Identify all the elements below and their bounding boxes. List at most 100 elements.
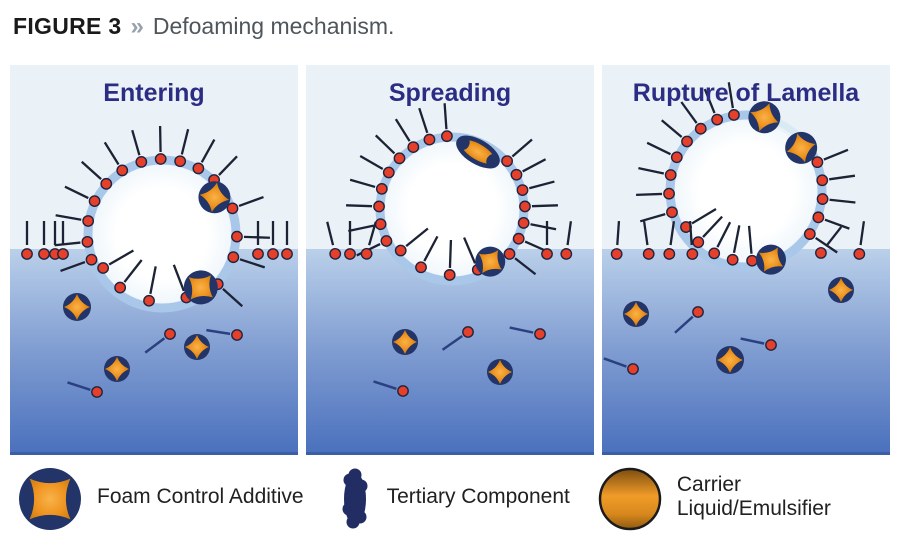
- foam-control-additive-particle: [828, 277, 854, 303]
- bubble-surfactant-molecule: [374, 134, 406, 165]
- surface-surfactant-molecule: [57, 221, 69, 260]
- foam-control-additive-particle: [63, 293, 91, 321]
- surfactant-tail: [642, 221, 649, 246]
- bubble-inner-surfactant-molecule: [692, 215, 723, 249]
- surfactant-tail: [326, 221, 335, 246]
- foam-control-additive-particle: [716, 346, 744, 374]
- bubble-inner-surfactant-molecule: [415, 235, 439, 274]
- bubble-surfactant-molecule: [359, 155, 395, 179]
- surfactant-tail: [680, 101, 698, 124]
- fca-core: [758, 247, 784, 272]
- legend-label-line: Carrier: [676, 473, 742, 497]
- fca-core: [188, 275, 213, 300]
- panel-scene-spreading: Spreading: [306, 65, 594, 455]
- surfactant-head: [267, 248, 279, 260]
- surfactant-head: [534, 328, 546, 340]
- surfactant-head: [686, 248, 699, 260]
- figure-label: FIGURE 3: [13, 13, 122, 39]
- free-surfactant-molecule: [509, 326, 546, 340]
- foam-control-additive-particle: [183, 270, 218, 305]
- panel-title: Rupture of Lamella: [633, 79, 861, 107]
- bubble-surfactant-molecule: [103, 141, 129, 177]
- surfactant-head: [116, 164, 129, 177]
- surfactant-tail: [239, 258, 266, 269]
- fca-core: [63, 293, 91, 321]
- free-surfactant-molecule: [206, 328, 243, 341]
- bubble-surfactant-molecule: [816, 174, 856, 187]
- surfactant-head: [510, 168, 523, 181]
- bubble-inner-surfactant-molecule: [114, 259, 143, 294]
- surface-surfactant-molecule: [281, 221, 293, 260]
- surfactant-tail: [149, 266, 157, 295]
- bubble-inner-surfactant-molecule: [726, 225, 741, 266]
- surfactant-tail: [67, 381, 91, 392]
- bubble-surfactant-molecule: [510, 158, 547, 181]
- free-surfactant-molecule: [144, 328, 176, 354]
- surface-surfactant-molecule: [853, 221, 866, 260]
- surfactant-head: [100, 177, 113, 190]
- surfactant-head: [666, 206, 678, 219]
- surfactant-head: [663, 187, 675, 200]
- surfactant-tail: [514, 257, 537, 276]
- surfactant-head: [816, 193, 829, 205]
- surfactant-head: [374, 218, 387, 231]
- surface-surfactant-molecule: [252, 221, 264, 260]
- surfactant-tail: [80, 160, 102, 180]
- bubble-surfactant-molecule: [727, 82, 740, 121]
- panel-title: Entering: [103, 79, 204, 107]
- surfactant-head: [811, 156, 824, 169]
- surfactant-head: [375, 182, 388, 195]
- free-surfactant-molecule: [67, 381, 103, 398]
- surfactant-tail: [423, 235, 439, 262]
- bubble-surfactant-molecule: [441, 103, 453, 143]
- surfactant-tail: [222, 288, 244, 308]
- surfactant-tail: [528, 180, 555, 190]
- surface-surfactant-molecule: [21, 221, 33, 260]
- surface-surfactant-molecule: [686, 220, 699, 260]
- surfactant-head: [407, 141, 420, 153]
- surfactant-tail: [669, 221, 676, 246]
- free-surfactant-molecule: [603, 357, 639, 375]
- surfactant-head: [91, 386, 103, 398]
- bubble-surfactant-molecule: [346, 200, 385, 213]
- bubble-surfactant-molecule: [703, 88, 724, 126]
- free-surfactant-molecule: [740, 337, 777, 351]
- bubble-surfactant-molecule: [660, 119, 693, 148]
- surfactant-head: [135, 156, 148, 168]
- surfactant-head: [517, 217, 530, 229]
- legend-label: Foam Control Additive: [97, 485, 304, 508]
- fca-core: [750, 103, 779, 132]
- surfactant-head: [329, 247, 342, 260]
- surfactant-tail: [859, 221, 866, 246]
- surfactant-head: [726, 253, 739, 266]
- surfactant-head: [746, 254, 759, 267]
- surfactant-tail: [441, 334, 463, 351]
- foam-control-additive-particle: [748, 101, 781, 134]
- bubble-surfactant-molecule: [680, 101, 707, 135]
- surfactant-tail: [638, 167, 665, 175]
- surfactant-head: [812, 211, 825, 224]
- bubble-surfactant-molecule: [348, 218, 387, 233]
- surfactant-head: [164, 328, 176, 340]
- surfactant-head: [81, 235, 94, 248]
- surfactant-tail: [55, 214, 82, 221]
- surfactant-tail: [108, 249, 134, 266]
- surfactant-head: [397, 385, 409, 397]
- free-surfactant-molecule: [373, 380, 409, 397]
- surfactant-tail: [702, 215, 723, 238]
- surfactant-head: [692, 306, 704, 318]
- surfactant-head: [82, 215, 95, 227]
- bubble-surfactant-molecule: [54, 235, 94, 248]
- bubble-surfactant-molecule: [60, 253, 98, 273]
- bubble-surfactant-molecule: [80, 160, 113, 190]
- surfactant-tail: [238, 195, 264, 208]
- surfactant-head: [765, 339, 777, 351]
- surfactant-head: [174, 155, 187, 168]
- bubble-inner-surfactant-molecule: [443, 239, 456, 281]
- surfactant-tail: [825, 226, 843, 247]
- surfactant-tail: [566, 221, 573, 246]
- surfactant-tail: [218, 155, 238, 176]
- legend-item-carrier-liquid: Carrier Liquid/Emulsifier: [596, 460, 831, 534]
- foam-control-additive-icon: [18, 468, 81, 530]
